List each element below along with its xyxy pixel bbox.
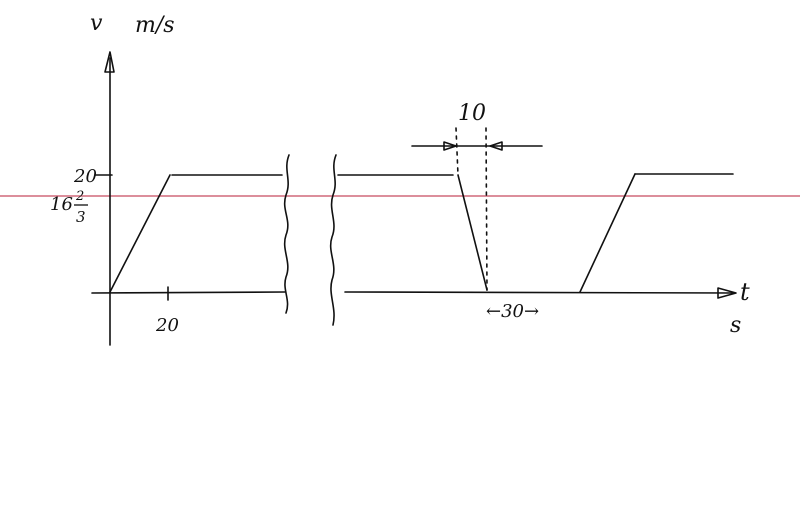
x-axis-unit: s (730, 313, 741, 338)
y-axis-unit: m/s (135, 13, 175, 38)
y-tick-label-denominator: 3 (76, 208, 86, 226)
interval-10-arrow-left-icon (443, 141, 457, 151)
decelerate-segment (457, 174, 488, 291)
interval-10-label: 10 (458, 101, 486, 126)
interval-10-guide-right (485, 127, 488, 291)
y-axis-label: v (90, 11, 103, 36)
x-axis-label: t (740, 278, 750, 306)
x-tick-label-20: 20 (155, 315, 179, 336)
axis-break-right (329, 154, 337, 326)
interval-10-guide-left (455, 127, 459, 176)
x-axis-right (344, 291, 736, 294)
interval-10-arrow-right-icon (489, 141, 503, 151)
interval-30-label: ←30→ (486, 301, 539, 322)
y-tick-label-16: 16 (50, 194, 73, 215)
axis-break-left (283, 154, 290, 314)
accelerate-segment (109, 174, 171, 293)
x-axis-left (91, 291, 286, 294)
y-tick-label-20: 20 (73, 166, 97, 187)
y-tick-label-numerator: 2 (75, 189, 84, 204)
x-axis-arrow-icon (717, 287, 737, 299)
accelerate-segment-2 (579, 173, 636, 293)
y-axis-arrow-icon (104, 51, 115, 73)
